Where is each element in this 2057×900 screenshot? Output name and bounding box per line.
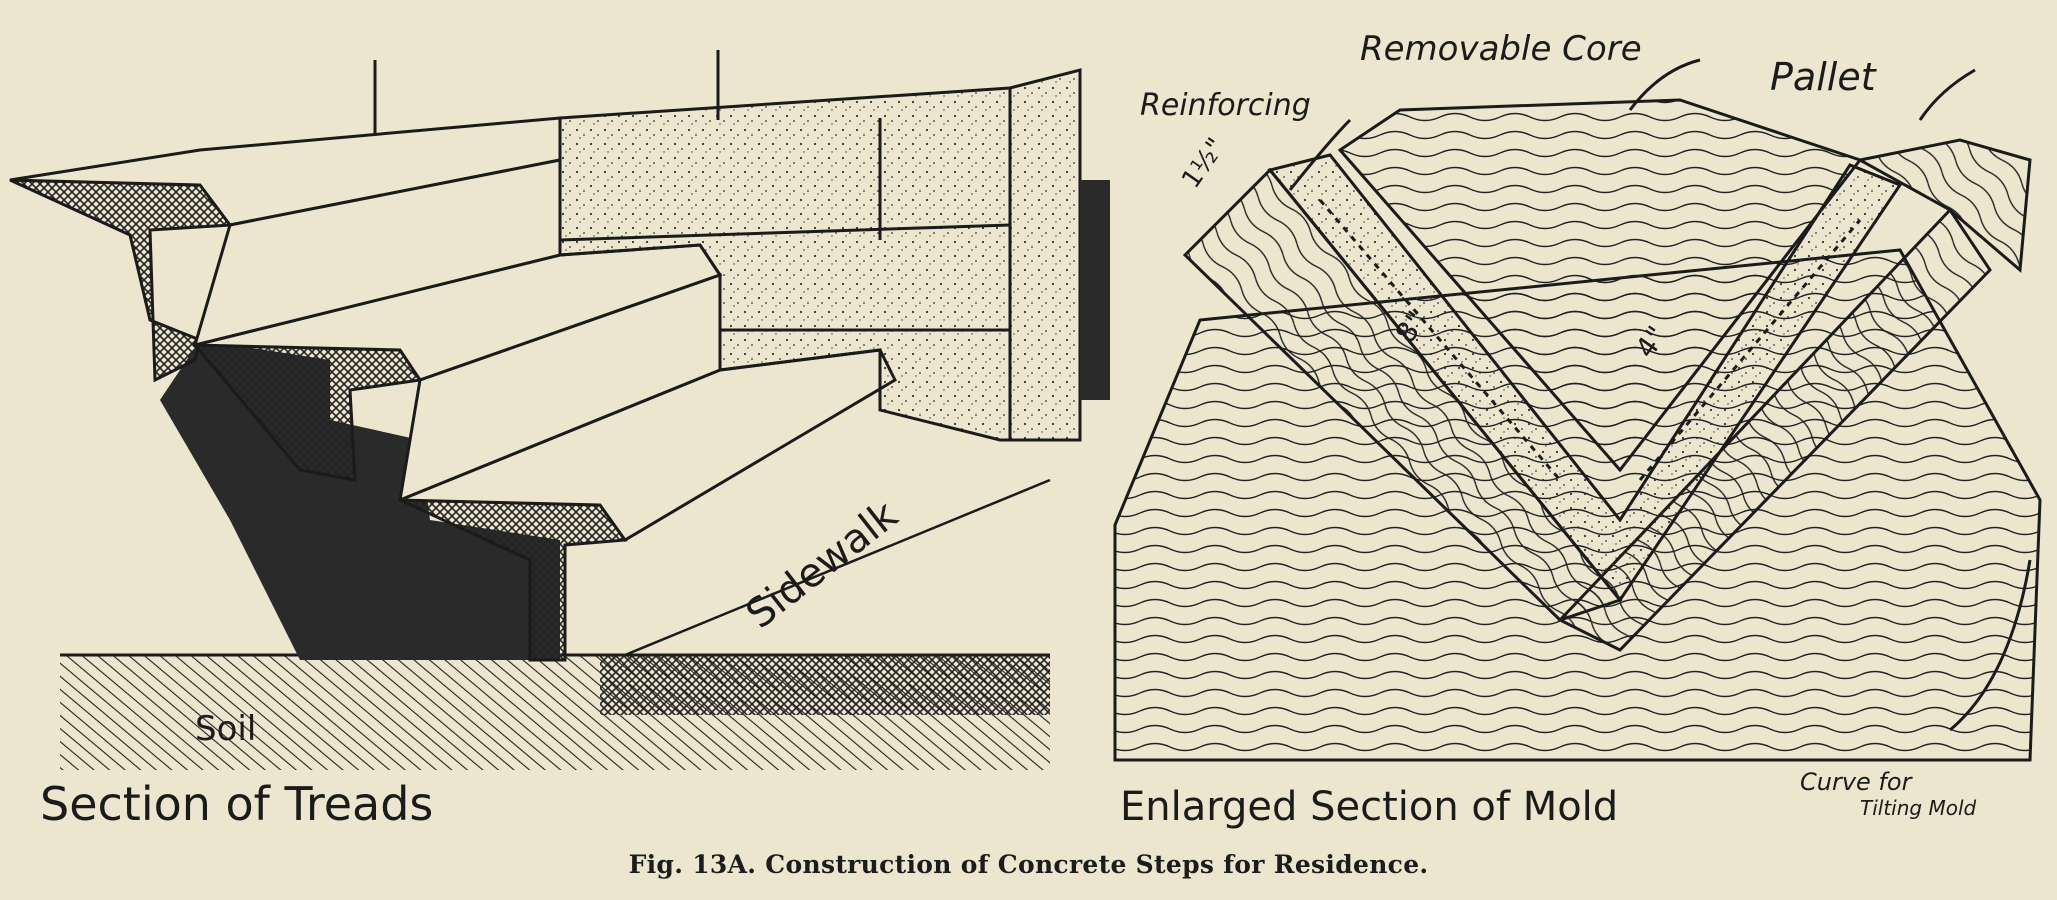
mold-title: Enlarged Section of Mold	[1120, 784, 1618, 830]
reinforcing-bar-right	[1638, 219, 1862, 481]
reinforcing-label: Reinforcing	[1140, 88, 1311, 123]
removable-core-label: Removable Core	[1360, 29, 1642, 69]
figure-caption: Fig. 13A. Construction of Concrete Steps…	[628, 850, 1429, 879]
pallet-label: Pallet	[1770, 55, 1878, 99]
stone-wall	[558, 68, 1082, 442]
pallet-board	[1855, 138, 2032, 274]
treads-section-drawing	[9, 50, 1110, 770]
curve-label-line2: Tilting Mold	[1860, 796, 1977, 820]
tread-section-1	[9, 178, 233, 383]
removable-core	[1337, 98, 1863, 473]
soil-label: Soil	[195, 709, 256, 749]
mold-board-right	[1557, 207, 1992, 652]
dimension-1-5-label: 1½"	[1176, 133, 1231, 194]
treads-title: Section of Treads	[40, 777, 433, 831]
mold-section-drawing	[1113, 58, 2042, 762]
wall-shadow	[1080, 180, 1110, 400]
sidewalk-slab	[600, 655, 1050, 715]
sidewalk-label: Sidewalk	[738, 492, 907, 638]
reinforcing-bar-left	[1318, 199, 1562, 481]
curve-label-line1: Curve for	[1800, 768, 1914, 796]
